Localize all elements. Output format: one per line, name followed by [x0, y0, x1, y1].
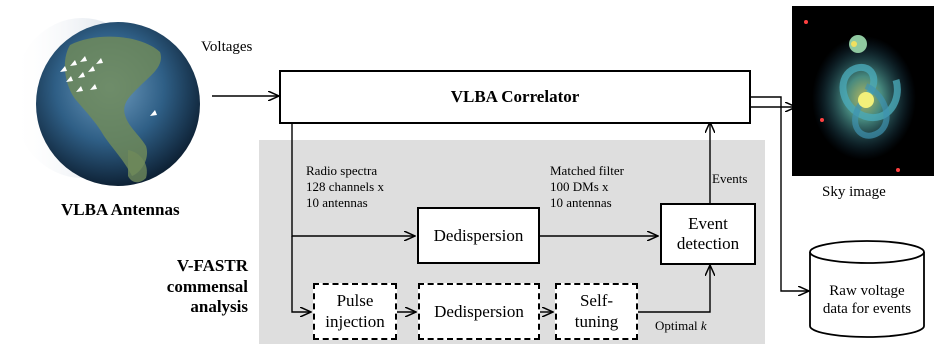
- arrow-to-pulse-injection: [291, 236, 311, 312]
- vlba-correlator-box: VLBA Correlator: [279, 70, 751, 124]
- self-tuning-box: Self- tuning: [555, 283, 638, 340]
- galaxy-image: [792, 6, 934, 176]
- matched-filter-label: Matched filter 100 DMs x 10 antennas: [550, 163, 624, 210]
- event-detection-box: Event detection: [660, 203, 756, 265]
- optimal-k-label: Optimal k: [655, 318, 707, 334]
- dedispersion-test-box: Dedispersion: [418, 283, 540, 340]
- sky-image-caption: Sky image: [822, 184, 886, 200]
- vlba-antennas-label: VLBA Antennas: [61, 200, 180, 219]
- dedispersion-box: Dedispersion: [417, 207, 540, 264]
- pulse-injection-box: Pulse injection: [313, 283, 397, 340]
- arrow-to-raw-voltage: [751, 96, 809, 291]
- self-tuning-label: Self- tuning: [574, 291, 619, 331]
- optimal-k-text: Optimal: [655, 318, 701, 333]
- arrow-optimal-k: [638, 265, 710, 313]
- arrows: [212, 96, 809, 312]
- vlba-correlator-label: VLBA Correlator: [450, 87, 580, 106]
- pulse-injection-label: Pulse injection: [325, 291, 385, 331]
- events-label: Events: [712, 171, 748, 186]
- radio-spectra-label: Radio spectra 128 channels x 10 antennas: [306, 163, 384, 210]
- optimal-k-variable: k: [700, 318, 707, 333]
- event-detection-label: Event detection: [676, 213, 740, 253]
- globe-image: [12, 18, 200, 186]
- dedispersion-label: Dedispersion: [433, 225, 524, 245]
- raw-voltage-label: Raw voltage data for events: [822, 283, 912, 318]
- dedispersion-test-label: Dedispersion: [434, 301, 524, 321]
- storage-cylinder: [809, 240, 925, 338]
- vfastr-label: V-FASTR commensal analysis: [166, 256, 248, 317]
- voltages-label: Voltages: [201, 39, 253, 55]
